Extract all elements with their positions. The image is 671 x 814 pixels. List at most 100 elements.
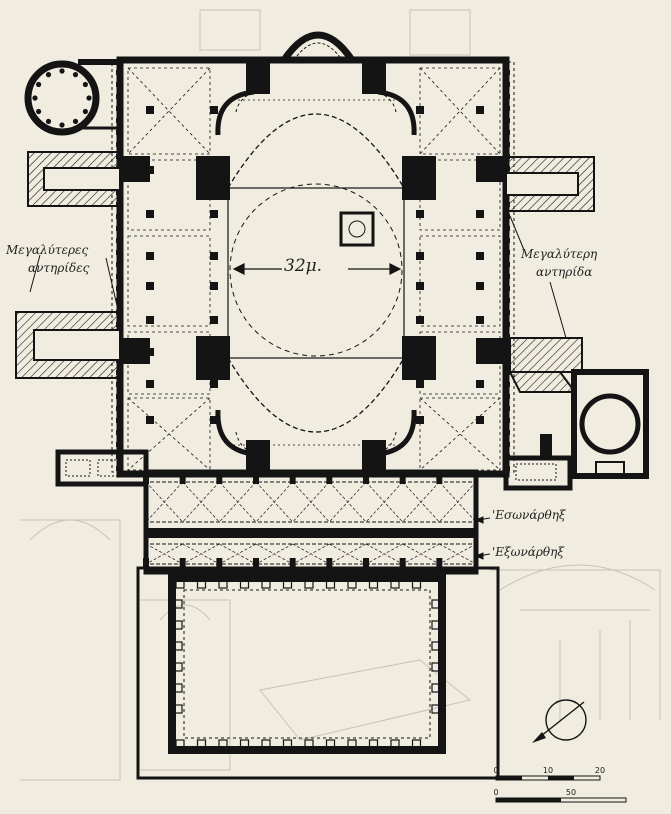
atrium-column — [282, 739, 293, 749]
tower-column — [36, 81, 42, 88]
tower-column — [45, 118, 52, 124]
aisle-column — [210, 416, 218, 424]
aisle-column — [146, 282, 154, 290]
narthex-pier — [436, 474, 443, 484]
atrium-column — [175, 739, 185, 749]
aisle-column — [210, 252, 218, 260]
atrium-column — [390, 739, 400, 749]
main-piers — [120, 62, 506, 470]
wall-buttress-mark — [116, 130, 120, 135]
aisle-column — [146, 316, 154, 324]
wall-buttress-mark — [506, 274, 510, 279]
wall-buttress-mark — [116, 106, 120, 111]
tower-north-west — [24, 59, 120, 136]
atrium-column — [325, 579, 336, 589]
buttress-south-upper — [505, 156, 595, 212]
wall-buttress-mark — [116, 406, 120, 411]
narthex-pier — [326, 474, 333, 484]
atrium-column — [347, 579, 357, 589]
wall-buttress-mark — [116, 418, 120, 423]
buttress-right-label-line1: Μεγαλύτερη — [521, 247, 598, 261]
outer-narthex-bay — [402, 543, 440, 565]
tower-column — [82, 81, 88, 88]
scale-upper-tick-20: 20 — [595, 766, 605, 775]
atrium-column — [173, 599, 183, 609]
aisle-column — [146, 210, 154, 218]
narthex-vault-bays — [143, 474, 477, 568]
dome-span-dimension — [232, 263, 402, 275]
wall-buttress-mark — [506, 130, 510, 135]
tower-column-dots — [32, 68, 92, 128]
atrium-column — [431, 641, 441, 651]
outer-narthex-bay — [219, 543, 257, 565]
aisle-column — [476, 252, 484, 260]
outer-narthex-bay — [182, 543, 220, 565]
atrium-column — [325, 739, 336, 749]
wall-buttress-mark — [506, 226, 510, 231]
atrium-column — [368, 579, 379, 589]
narthex-pier — [399, 558, 406, 568]
atrium-column — [173, 683, 183, 693]
aisle-column — [416, 166, 424, 174]
aisle-column — [210, 106, 218, 114]
wall-buttress-mark — [506, 142, 510, 147]
atrium-column — [196, 739, 207, 749]
wall-buttress-mark — [116, 262, 120, 267]
narthex-pier — [363, 474, 369, 484]
atrium-column — [390, 579, 400, 589]
atrium-column — [431, 620, 441, 630]
wall-buttress-mark — [506, 70, 510, 75]
wall-buttress-mark — [506, 214, 510, 219]
atrium-column — [173, 662, 183, 672]
atrium-column — [431, 662, 441, 672]
outer-narthex-bay — [292, 543, 330, 565]
wall-buttress-mark — [506, 418, 510, 423]
narthex-pier — [179, 474, 186, 484]
north-arrow-icon — [532, 699, 587, 743]
narthex-pier — [253, 474, 259, 484]
aisle-column — [210, 316, 218, 324]
aisle-column — [210, 282, 218, 290]
narthex-pier — [289, 474, 296, 484]
inner-narthex-bay — [329, 481, 367, 523]
wall-buttress-mark — [506, 298, 510, 303]
atrium-column — [368, 739, 379, 749]
wall-buttress-mark — [116, 286, 120, 291]
wall-buttress-mark — [506, 430, 510, 435]
buttress-north-lower — [15, 311, 121, 379]
dome-span-label: 32μ. — [284, 256, 323, 276]
atrium-column — [411, 579, 422, 589]
aisle-column — [476, 316, 484, 324]
scale-lower-tick-0: 0 — [493, 788, 498, 797]
atrium-column — [173, 620, 183, 630]
aisle-column — [210, 210, 218, 218]
wall-buttress-mark — [506, 118, 510, 123]
aisle-column — [416, 348, 424, 356]
aisle-column — [146, 348, 154, 356]
wall-buttress-mark — [506, 442, 510, 447]
aisle-column — [476, 416, 484, 424]
atrium-column — [218, 579, 228, 589]
wall-buttress-mark — [506, 382, 510, 387]
tower-column — [72, 72, 79, 78]
narthex-pier — [399, 474, 406, 484]
atrium-column — [173, 641, 183, 651]
atrium-column — [175, 579, 185, 589]
wall-buttress-mark — [116, 466, 120, 471]
aisle-column — [416, 380, 424, 388]
north-narthex-annex — [55, 449, 149, 487]
narthex-pier — [289, 558, 296, 568]
atrium-column — [431, 683, 441, 693]
inner-narthex-bay — [145, 481, 183, 523]
wall-buttress-mark — [506, 370, 510, 375]
buttresses-left-label-line2: αντηρίδες — [28, 261, 90, 275]
inner-narthex-bay — [402, 481, 440, 523]
wall-buttress-mark — [506, 394, 510, 399]
narthex-pier — [326, 558, 333, 568]
outer-narthex-bay — [329, 543, 367, 565]
buttress-north-upper — [27, 151, 121, 207]
atrium-column — [261, 579, 271, 589]
outer-narthex-bay — [145, 543, 183, 565]
wall-buttress-mark — [506, 94, 510, 99]
aisle-column — [416, 416, 424, 424]
